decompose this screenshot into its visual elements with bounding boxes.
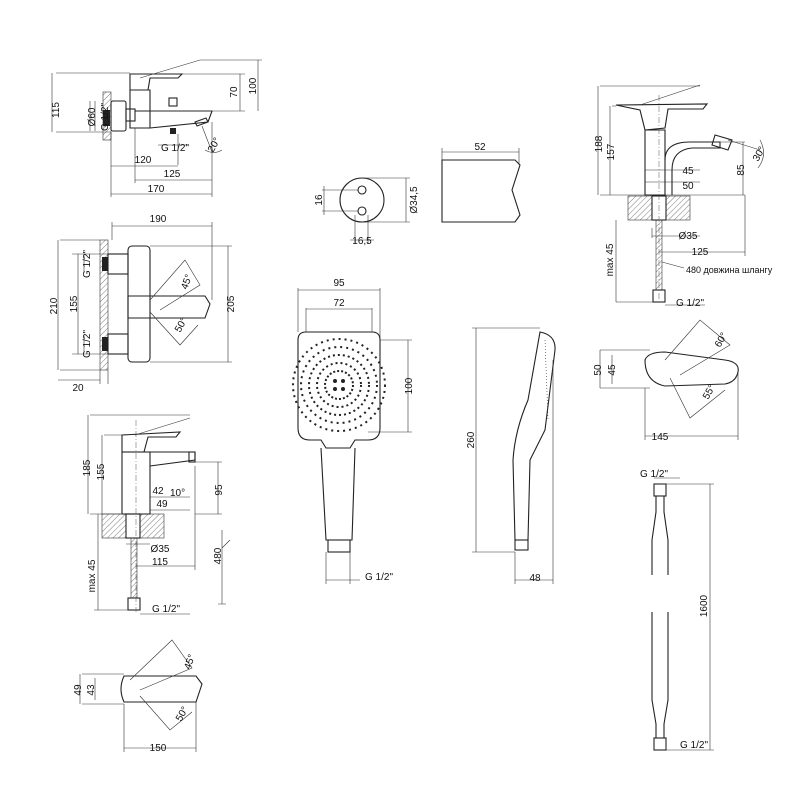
- dim-thread: G 1/2": [152, 604, 180, 615]
- dim-diameter-60: Ø60: [87, 107, 98, 126]
- dim-angle-50: 50°: [173, 316, 190, 335]
- dim-thread-top: G 1/2": [82, 250, 93, 278]
- dim-188: 188: [594, 135, 605, 152]
- dim-45: 45: [682, 166, 694, 177]
- dim-52: 52: [474, 142, 486, 153]
- dim-145: 145: [652, 432, 669, 443]
- dim-1600: 1600: [699, 594, 710, 617]
- dim-185: 185: [82, 459, 93, 476]
- dim-16-5: 16,5: [352, 236, 372, 247]
- dim-125: 125: [692, 247, 709, 258]
- dim-diameter-34-5: Ø34,5: [409, 186, 420, 214]
- dim-48: 48: [529, 573, 541, 584]
- dim-170: 170: [148, 184, 165, 195]
- dim-45: 45: [607, 364, 618, 376]
- dim-43: 43: [86, 684, 97, 696]
- dim-thread-top: G 1/2": [640, 469, 668, 480]
- basin-mixer-drawing: 185 155 42 10° 95 49 Ø35 115 max 45 480 …: [82, 414, 231, 615]
- dim-72: 72: [333, 298, 345, 309]
- dim-85: 85: [736, 164, 747, 176]
- dim-angle-45: 45°: [179, 273, 195, 291]
- dim-49: 49: [73, 684, 84, 696]
- dim-thread-bottom: G 1/2": [82, 330, 93, 358]
- dim-70: 70: [229, 86, 240, 98]
- dim-angle-10: 10°: [170, 488, 185, 499]
- dim-42: 42: [152, 486, 164, 497]
- dim-480: 480: [213, 547, 224, 564]
- wall-mixer-top-view: 190 210 155 G 1/2" G 1/2" 45° 50° 205 20: [49, 214, 237, 394]
- basin-mixer-top-view: 49 43 45° 50° 150: [73, 639, 203, 754]
- dim-210: 210: [49, 297, 60, 314]
- hand-shower-side-view: 260 48: [466, 327, 556, 584]
- dim-50: 50: [593, 364, 604, 376]
- dim-angle-45: 45°: [182, 653, 198, 671]
- dim-260: 260: [466, 431, 477, 448]
- dim-angle-50: 50°: [174, 705, 191, 724]
- dim-150: 150: [150, 743, 167, 754]
- dim-120: 120: [135, 155, 152, 166]
- bath-mixer-drawing: 115 Ø60 G 1/2" 70 100 G 1/2" 20° 120 125…: [51, 59, 262, 197]
- shower-hose-drawing: G 1/2" 1600 G 1/2": [640, 469, 714, 751]
- dim-205: 205: [226, 295, 237, 312]
- dim-max-45: max 45: [87, 559, 98, 592]
- dim-thread-bottom: G 1/2": [680, 740, 708, 751]
- bidet-mixer-drawing: 188 157 45 50 30° 85 Ø35 125 max 45 480 …: [594, 84, 773, 309]
- dim-115: 115: [152, 557, 168, 568]
- dim-190: 190: [150, 214, 167, 225]
- dim-115: 115: [51, 102, 62, 118]
- dim-155: 155: [96, 463, 107, 480]
- dim-95: 95: [214, 484, 225, 496]
- dim-95: 95: [333, 278, 345, 289]
- dim-100: 100: [248, 77, 259, 94]
- dim-angle-30: 30°: [751, 145, 768, 164]
- spray-nozzle-pattern: [292, 338, 386, 432]
- shower-holder-drawing: 16 16,5 Ø34,5 52: [314, 142, 521, 247]
- dim-diameter-35: Ø35: [679, 231, 698, 242]
- dim-diameter-35: Ø35: [151, 544, 170, 555]
- dim-angle-55: 55°: [701, 383, 718, 402]
- dim-100: 100: [404, 377, 415, 394]
- dim-thread: G 1/2": [365, 572, 393, 583]
- dim-thread-wall: G 1/2": [100, 103, 111, 131]
- dim-thread-outlet: G 1/2": [161, 143, 189, 154]
- dim-49: 49: [156, 499, 168, 510]
- dim-16: 16: [314, 194, 325, 206]
- dim-125: 125: [164, 169, 181, 180]
- hand-shower-front-view: 95 72 100 G 1/2": [292, 278, 415, 584]
- dim-50: 50: [682, 181, 694, 192]
- dim-155: 155: [69, 295, 80, 312]
- dim-thread: G 1/2": [676, 298, 704, 309]
- dim-157: 157: [606, 143, 617, 160]
- dim-20: 20: [72, 383, 84, 394]
- dim-max-45: max 45: [605, 243, 616, 276]
- hose-length-note: 480 довжина шлангу: [686, 265, 773, 275]
- bidet-mixer-top-view: 50 45 60° 55° 145: [593, 319, 739, 443]
